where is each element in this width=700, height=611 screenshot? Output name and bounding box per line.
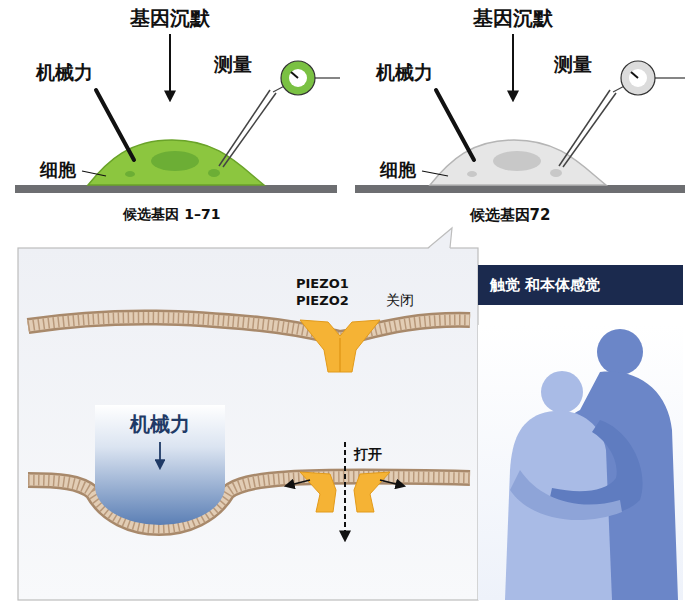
panel-right-part bbox=[467, 171, 477, 177]
membrane-part bbox=[28, 477, 470, 528]
probe-body bbox=[95, 405, 225, 525]
panel-right-part bbox=[422, 171, 448, 176]
membrane-part bbox=[28, 317, 470, 338]
membrane-part bbox=[28, 477, 470, 528]
membrane-part bbox=[28, 317, 470, 338]
detail-box-part bbox=[428, 228, 452, 248]
panel-right-part bbox=[559, 90, 610, 166]
protein-name: PIEZO1 bbox=[296, 276, 349, 291]
node-text: 机械力 bbox=[95, 411, 225, 438]
panel-right-part bbox=[493, 151, 541, 171]
panel-right-part bbox=[629, 69, 647, 87]
piezo-channel-open-part bbox=[344, 442, 346, 540]
panel-left-part bbox=[15, 185, 337, 193]
piezo-channel-open-part bbox=[354, 472, 390, 512]
force-probe: 机械力 bbox=[95, 405, 225, 525]
cell-label: 细胞 bbox=[380, 158, 416, 182]
people-silhouette bbox=[478, 325, 683, 600]
detail-box-part bbox=[18, 248, 478, 600]
panel-left-part bbox=[208, 169, 220, 177]
force-arrow bbox=[159, 442, 161, 468]
detail-box bbox=[18, 228, 478, 600]
node-text: 触觉 和本体感觉 bbox=[490, 275, 671, 295]
piezo-channel-closed bbox=[300, 320, 380, 372]
panel-right-part bbox=[512, 34, 514, 100]
panel-left-part bbox=[289, 69, 307, 87]
panel-left-part bbox=[169, 34, 171, 100]
membrane bbox=[28, 317, 470, 528]
panel-right-part bbox=[563, 93, 616, 167]
panel-left-part bbox=[151, 151, 199, 171]
piezo-channel-open-part bbox=[300, 472, 336, 512]
panel-right-part bbox=[550, 169, 562, 177]
people-silhouette-part bbox=[541, 371, 583, 413]
panel-left-part bbox=[315, 77, 340, 78]
panel-left bbox=[15, 34, 340, 193]
piezo-channel-open-part bbox=[380, 480, 404, 486]
sense-band: 触觉 和本体感觉 bbox=[478, 265, 683, 305]
state-label: 打开 bbox=[354, 446, 382, 464]
step-label: 基因沉默 bbox=[130, 5, 210, 32]
step-label: 基因沉默 bbox=[473, 5, 553, 32]
membrane-part bbox=[28, 477, 470, 528]
people-silhouette-part bbox=[510, 470, 622, 520]
cell-label: 细胞 bbox=[40, 158, 76, 182]
measure-label: 测量 bbox=[214, 52, 252, 78]
panel-left-part bbox=[82, 171, 106, 176]
detail-box-part bbox=[428, 228, 452, 249]
force-label: 机械力 bbox=[376, 60, 433, 86]
membrane-part bbox=[28, 317, 470, 338]
panel-right-part bbox=[430, 140, 606, 185]
panel-left-part bbox=[125, 171, 135, 177]
piezo-channel-open bbox=[286, 442, 404, 540]
panel-left-part bbox=[96, 90, 134, 160]
piezo-channel-closed-part bbox=[300, 320, 380, 372]
protein-name: PIEZO2 bbox=[296, 293, 349, 308]
piezo-channel-open-part bbox=[286, 480, 310, 486]
panel-left-part bbox=[281, 61, 315, 95]
state-label: 关闭 bbox=[386, 292, 414, 310]
panel-left-part bbox=[219, 90, 270, 166]
panel-right bbox=[355, 34, 685, 193]
panel-right-part bbox=[355, 185, 685, 193]
candidate-caption: 候选基因 1–71 bbox=[123, 206, 220, 224]
panel-right-part bbox=[436, 90, 474, 160]
measure-label: 测量 bbox=[554, 52, 592, 78]
panel-right-part bbox=[631, 72, 638, 78]
panel-right-part bbox=[621, 61, 655, 95]
panel-right-part bbox=[655, 77, 685, 78]
people-silhouette-part bbox=[478, 325, 683, 600]
people-silhouette-part bbox=[597, 329, 643, 375]
panel-left-part bbox=[291, 72, 298, 78]
candidate-caption: 候选基因72 bbox=[470, 206, 551, 225]
piezo-channel-closed-part bbox=[339, 338, 341, 372]
panel-left-part bbox=[223, 93, 276, 167]
force-label: 机械力 bbox=[36, 60, 93, 86]
